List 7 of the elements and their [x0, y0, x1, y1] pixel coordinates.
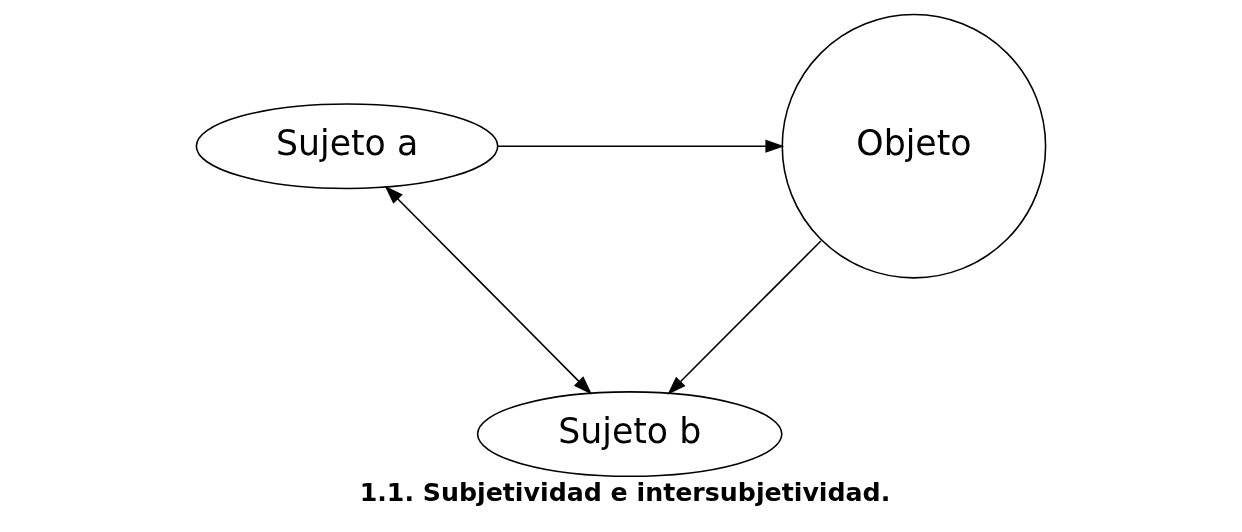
- node-circle: Objeto: [781, 13, 1047, 279]
- arrow: [384, 185, 592, 395]
- node-ellipse: Sujeto b: [476, 391, 783, 478]
- arrow: [667, 240, 822, 395]
- node-ellipse: Sujeto a: [195, 103, 499, 190]
- arrow: [497, 139, 785, 153]
- caption: 1.1. Subjetividad e intersubjetividad.: [359, 478, 891, 508]
